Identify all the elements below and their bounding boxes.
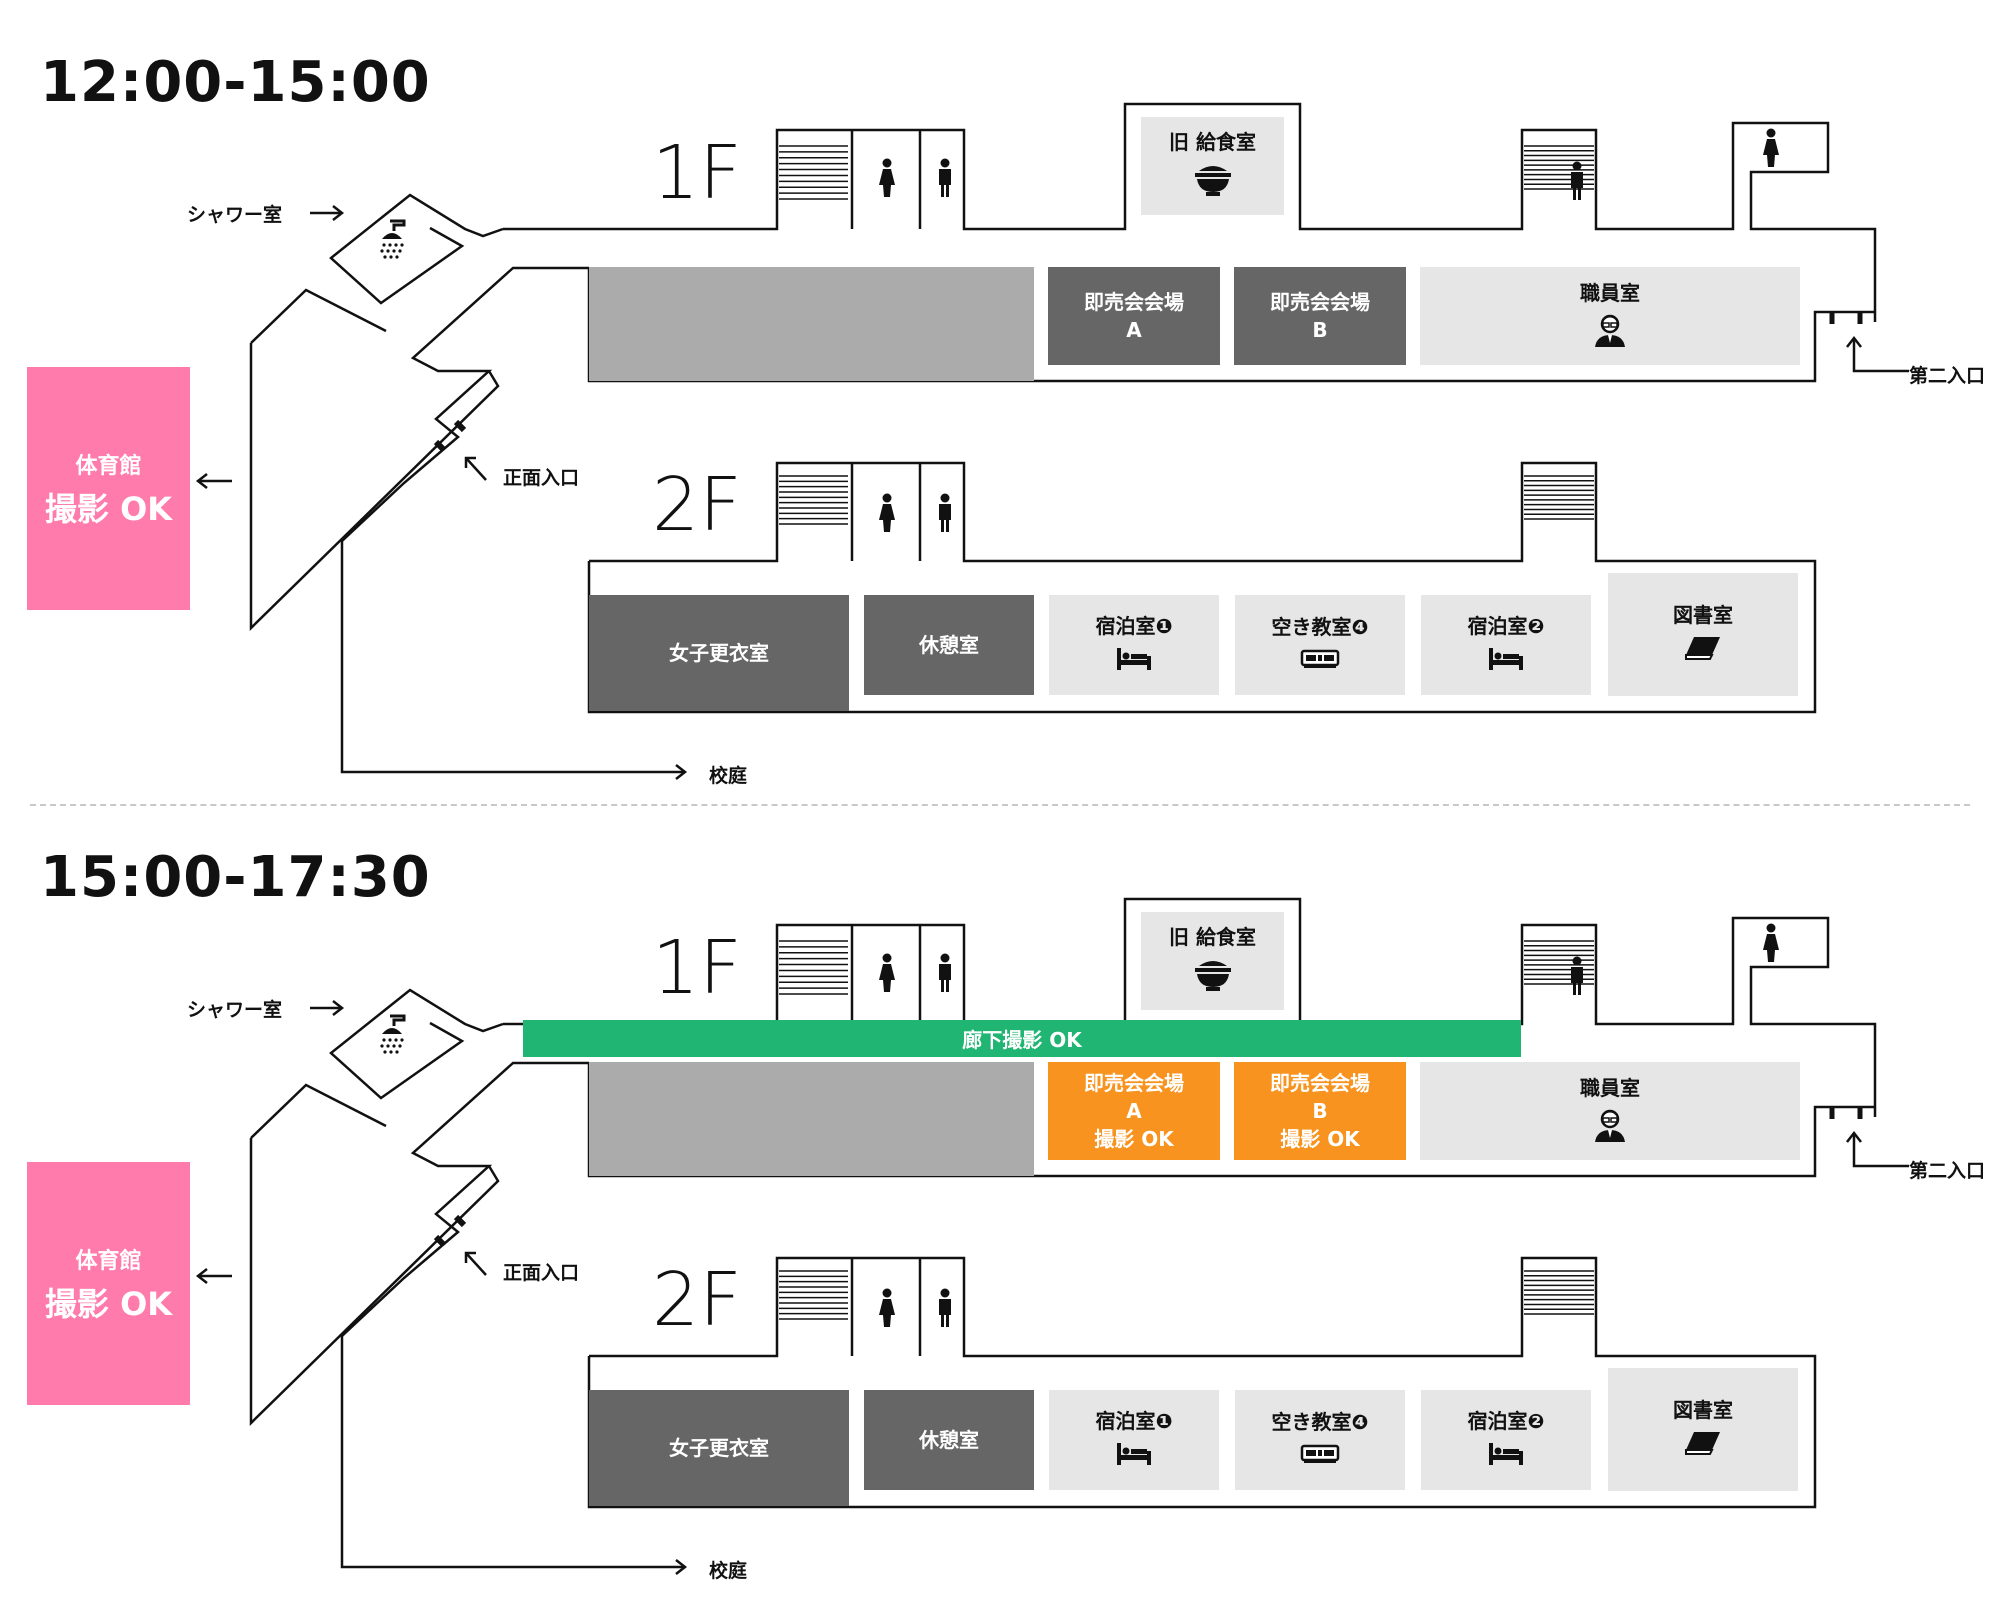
rest-room: 休憩室 xyxy=(864,595,1034,695)
shower-room-label: シャワー室 xyxy=(187,999,283,1021)
lodging-2-label: 宿泊室❷ xyxy=(1467,1408,1545,1433)
rest-room-label: 休憩室 xyxy=(919,1428,979,1452)
bed-icon xyxy=(1487,1441,1525,1474)
gym-title: 体育館 xyxy=(75,1248,142,1274)
lodging-room-2: 宿泊室❷ xyxy=(1421,1390,1591,1490)
rice-bowl-icon xyxy=(1193,957,1233,1000)
venue-room-b[interactable]: 即売会会場 B xyxy=(1234,267,1406,365)
gym-photo-ok: 撮影 OK xyxy=(44,489,173,528)
empty-classroom-4: 空き教室❹ xyxy=(1235,595,1405,695)
floor-2-label: 2F xyxy=(652,462,742,548)
library-room: 図書室 xyxy=(1608,1368,1798,1491)
gym-photo-ok: 撮影 OK xyxy=(44,1284,173,1323)
empty-classroom-4: 空き教室❹ xyxy=(1235,1390,1405,1490)
staff-room: 職員室 xyxy=(1420,267,1800,365)
front-entrance-label: 正面入口 xyxy=(503,1262,580,1284)
floor-1-label: 1F xyxy=(652,925,742,1011)
venue-a-line-0: 即売会会場 xyxy=(1084,290,1184,314)
rice-bowl-icon xyxy=(1193,162,1233,205)
book-icon xyxy=(1684,635,1722,668)
gym-block[interactable]: 体育館撮影 OK xyxy=(27,1162,190,1405)
second-entrance-label: 第二入口 xyxy=(1909,365,1986,387)
rest-room: 休憩室 xyxy=(864,1390,1034,1490)
floor-2-label: 2F xyxy=(652,1257,742,1343)
venue-a-line-1: A xyxy=(1126,318,1142,342)
male-toilet-icon xyxy=(935,1287,955,1329)
male-toilet-icon xyxy=(935,492,955,534)
venue-room-a[interactable]: 即売会会場 A 撮影 OK xyxy=(1048,1062,1220,1160)
dressing-room: 女子更衣室 xyxy=(589,1390,849,1506)
female-toilet-icon xyxy=(1761,922,1781,964)
lodging-room-1: 宿泊室❶ xyxy=(1049,1390,1219,1490)
gray-block xyxy=(589,1062,1034,1176)
section-divider xyxy=(30,804,1970,806)
shower-room-label: シャワー室 xyxy=(187,204,283,226)
corridor-label: 廊下撮影 OK xyxy=(962,1028,1082,1052)
male-toilet-icon xyxy=(1567,955,1587,997)
empty-class-4-label: 空き教室❹ xyxy=(1271,1409,1369,1434)
staff-room-label: 職員室 xyxy=(1580,280,1640,305)
library-label: 図書室 xyxy=(1673,603,1733,627)
female-toilet-icon xyxy=(1761,127,1781,169)
lodging-1-label: 宿泊室❶ xyxy=(1095,1408,1173,1433)
desk-icon xyxy=(1300,1442,1340,1473)
female-toilet-icon xyxy=(877,157,897,199)
old-cafeteria-room: 旧 給食室 xyxy=(1141,117,1284,215)
venue-a-line-2: 撮影 OK xyxy=(1094,1127,1174,1151)
venue-b-line-0: 即売会会場 xyxy=(1270,290,1370,314)
time-slot-title: 15:00-17:30 xyxy=(40,845,431,910)
library-label: 図書室 xyxy=(1673,1398,1733,1422)
gym-title: 体育館 xyxy=(75,453,142,479)
female-toilet-icon xyxy=(877,1287,897,1329)
courtyard-label: 校庭 xyxy=(709,1560,748,1582)
venue-b-line-0: 即売会会場 xyxy=(1270,1071,1370,1095)
book-icon xyxy=(1684,1430,1722,1463)
venue-room-a[interactable]: 即売会会場 A xyxy=(1048,267,1220,365)
lodging-1-label: 宿泊室❶ xyxy=(1095,613,1173,638)
venue-b-line-1: B xyxy=(1312,318,1328,342)
gym-block[interactable]: 体育館撮影 OK xyxy=(27,367,190,610)
schedule-section-early: 12:00-15:00 1F 2F 旧 給食室即売会会場 A 即売会会場 B 職員室女子更衣室… xyxy=(0,0,2000,790)
front-entrance-label: 正面入口 xyxy=(503,467,580,489)
old-cafeteria-label: 旧 給食室 xyxy=(1169,924,1256,949)
rest-room-label: 休憩室 xyxy=(919,633,979,657)
staff-person-icon xyxy=(1594,1108,1626,1149)
staff-room: 職員室 xyxy=(1420,1062,1800,1160)
female-toilet-icon xyxy=(877,952,897,994)
male-toilet-icon xyxy=(935,157,955,199)
bed-icon xyxy=(1115,1441,1153,1474)
venue-a-line-0: 即売会会場 xyxy=(1084,1071,1184,1095)
shower-icon xyxy=(373,218,409,260)
schedule-section-late: 15:00-17:30 1F 2F 旧 給食室即売会会場 A 撮影 OK 即売会会場 B 撮影 … xyxy=(0,795,2000,1585)
gray-block xyxy=(589,267,1034,381)
courtyard-label: 校庭 xyxy=(709,765,748,787)
dressing-room-label: 女子更衣室 xyxy=(669,641,769,665)
desk-icon xyxy=(1300,647,1340,678)
bed-icon xyxy=(1115,646,1153,679)
dressing-room: 女子更衣室 xyxy=(589,595,849,711)
old-cafeteria-room: 旧 給食室 xyxy=(1141,912,1284,1010)
bed-icon xyxy=(1487,646,1525,679)
male-toilet-icon xyxy=(935,952,955,994)
second-entrance-label: 第二入口 xyxy=(1909,1160,1986,1182)
lodging-room-1: 宿泊室❶ xyxy=(1049,595,1219,695)
lodging-2-label: 宿泊室❷ xyxy=(1467,613,1545,638)
venue-b-line-1: B xyxy=(1312,1099,1328,1123)
venue-room-b[interactable]: 即売会会場 B 撮影 OK xyxy=(1234,1062,1406,1160)
lodging-room-2: 宿泊室❷ xyxy=(1421,595,1591,695)
male-toilet-icon xyxy=(1567,160,1587,202)
dressing-room-label: 女子更衣室 xyxy=(669,1436,769,1460)
floor-1-label: 1F xyxy=(652,130,742,216)
corridor-photo-ok: 廊下撮影 OK xyxy=(523,1020,1521,1057)
venue-b-line-2: 撮影 OK xyxy=(1280,1127,1360,1151)
staff-person-icon xyxy=(1594,313,1626,354)
old-cafeteria-label: 旧 給食室 xyxy=(1169,129,1256,154)
library-room: 図書室 xyxy=(1608,573,1798,696)
venue-a-line-1: A xyxy=(1126,1099,1142,1123)
female-toilet-icon xyxy=(877,492,897,534)
time-slot-title: 12:00-15:00 xyxy=(40,50,431,115)
staff-room-label: 職員室 xyxy=(1580,1075,1640,1100)
empty-class-4-label: 空き教室❹ xyxy=(1271,614,1369,639)
shower-icon xyxy=(373,1013,409,1055)
